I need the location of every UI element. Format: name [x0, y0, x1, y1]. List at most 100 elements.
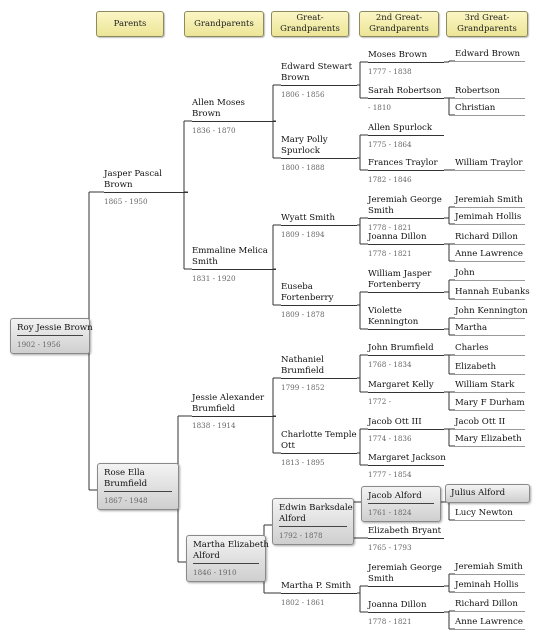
ancestor-1[interactable]: Edward Brown	[455, 49, 525, 62]
person-dates: 1867 - 1948	[104, 496, 148, 505]
ancestor-name: Julius Alford	[451, 488, 506, 498]
ancestor-name: Robertson	[455, 86, 500, 96]
ancestor-15[interactable]: William Stark	[455, 380, 525, 393]
name-underline	[455, 574, 525, 575]
name-underline	[455, 115, 525, 116]
name-underline	[455, 611, 525, 612]
ancestor-22[interactable]: Jeminah Hollis	[455, 580, 525, 593]
name-underline	[455, 335, 525, 336]
ancestor-24[interactable]: Anne Lawrence	[455, 617, 525, 630]
person-dates: 1809 - 1894	[281, 230, 325, 239]
name-underline	[455, 410, 525, 411]
ancestor-10[interactable]: Hannah Eubanks	[455, 287, 530, 300]
person-dates: 1777 - 1838	[368, 67, 412, 76]
name-underline	[281, 158, 357, 159]
ancestor-16[interactable]: Mary F Durham	[455, 398, 525, 411]
person-name: Jacob Ott III	[368, 417, 422, 427]
ancestor-name: John	[455, 268, 475, 278]
name-underline	[193, 563, 259, 564]
name-underline	[455, 98, 525, 99]
ancestor-20[interactable]: Lucy Newton	[455, 508, 525, 521]
ancestor-21[interactable]: Jeremiah Smith	[455, 562, 525, 575]
ancestor-name: William Stark	[455, 380, 515, 390]
ancestor-name: Jemimah Hollis	[455, 212, 522, 222]
person-dates: 1838 - 1914	[192, 421, 236, 430]
name-underline	[368, 355, 444, 356]
ancestor-2[interactable]: Robertson	[455, 86, 525, 99]
ancestor-name: Mary F Durham	[455, 398, 525, 408]
name-underline	[368, 612, 444, 613]
ancestor-name: John Kennington	[455, 306, 528, 316]
person-dates: 1792 - 1878	[279, 531, 323, 540]
person-name: Margaret Jackson	[368, 453, 446, 463]
name-underline	[368, 586, 444, 587]
ancestor-7[interactable]: Richard Dillon	[455, 232, 525, 245]
person-name: Roy Jessie Brown	[17, 323, 93, 333]
name-underline	[455, 446, 525, 447]
ancestor-14[interactable]: Elizabeth	[455, 362, 525, 375]
person-name: Margaret Kelly	[368, 380, 434, 390]
ancestor-17[interactable]: Jacob Ott II	[455, 417, 525, 430]
ancestor-9[interactable]: John	[455, 268, 525, 281]
ancestor-11[interactable]: John Kennington	[455, 306, 528, 319]
name-underline	[368, 98, 444, 99]
name-underline	[104, 491, 172, 492]
name-underline	[455, 592, 525, 593]
person-p16[interactable]: Sarah Robertson- 1810	[368, 86, 444, 112]
ancestor-name: Christian	[455, 103, 496, 113]
ancestor-name: Charles	[455, 343, 489, 353]
ancestor-13[interactable]: Charles	[455, 343, 525, 356]
person-dates: - 1810	[368, 103, 392, 112]
ancestor-23[interactable]: Richard Dillon	[455, 599, 525, 612]
name-underline	[455, 224, 525, 225]
name-underline	[281, 85, 357, 86]
ancestor-3[interactable]: Christian	[455, 103, 525, 116]
ancestor-name: Jeremiah Smith	[455, 562, 523, 572]
ancestor-6[interactable]: Jemimah Hollis	[455, 212, 525, 225]
ancestor-4[interactable]: William Traylor	[455, 158, 525, 171]
ancestor-12[interactable]: Martha	[455, 323, 525, 336]
ancestor-5[interactable]: Jeremiah Smith	[455, 195, 525, 208]
ancestor-19[interactable]: Julius Alford	[445, 484, 530, 503]
ancestor-18[interactable]: Mary Elizabeth	[455, 434, 525, 447]
person-name: Joanna Dillon	[368, 232, 427, 242]
person-dates: 1806 - 1856	[281, 90, 325, 99]
column-header-2: Grandparents	[184, 11, 264, 37]
ancestor-8[interactable]: Anne Lawrence	[455, 249, 525, 262]
name-underline	[368, 62, 444, 63]
ancestor-name: Richard Dillon	[455, 232, 518, 242]
